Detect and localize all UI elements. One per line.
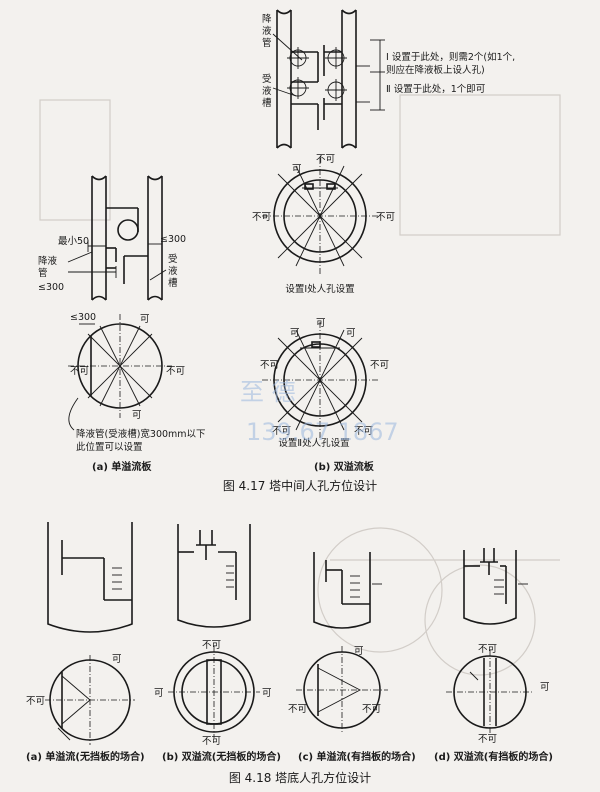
- fig18c-caption: (c) 单溢流(有挡板的场合): [298, 750, 416, 763]
- fig17-top-detail: [272, 9, 385, 149]
- min-50-label: 最小50: [58, 236, 89, 247]
- fig17-sub-b: (b) 双溢流板: [314, 460, 375, 473]
- fig18b-plan: 不可 可 可 不可 (b) 双溢流(无挡板的场合): [154, 640, 281, 763]
- fig18d-plan: 不可 可 不可 (d) 双溢流(有挡板的场合): [434, 644, 553, 763]
- single-left: 不可: [70, 366, 89, 377]
- fig18d-top: 不可: [478, 644, 497, 655]
- plan-II-right: 不可: [370, 360, 389, 371]
- plan-I-top: 不可: [316, 154, 335, 165]
- single-note-2: 此位置可以设置: [76, 441, 143, 453]
- fig18d-caption: (d) 双溢流(有挡板的场合): [434, 750, 553, 763]
- plan-I-caption: 设置Ⅰ处人孔设置: [285, 283, 354, 295]
- plan-II-bottom-left: 不可: [272, 426, 291, 437]
- fig18a-elevation: [47, 522, 133, 633]
- fig17-plan-single-labels: ≤300 可 不可 不可 可 降液管(受液槽)宽300mm以下 此位置可以设置: [70, 312, 206, 453]
- note-position-I: Ⅰ 设置于此处，则需2个(如1个,: [386, 51, 515, 63]
- dim-300-upper: ≤300: [160, 234, 186, 245]
- fig18c-left: 不可: [288, 704, 307, 715]
- fig18b-caption: (b) 双溢流(无挡板的场合): [162, 750, 281, 763]
- left-receiving-label-3: 槽: [168, 277, 178, 289]
- downcomer-label-3: 管: [262, 37, 272, 49]
- single-top: 可: [140, 314, 150, 325]
- fig18b-elevation: [177, 524, 251, 628]
- fig18c-top: 可: [354, 646, 364, 657]
- fig18d-elevation: [463, 548, 528, 625]
- receiving-label-1: 受: [262, 73, 272, 85]
- plan-I-right: 不可: [376, 212, 395, 223]
- fig18c-plan: 可 不可 不可 (c) 单溢流(有挡板的场合): [288, 646, 416, 763]
- fig18a-plan: 可 不可 (a) 单溢流(无挡板的场合): [26, 654, 145, 763]
- plan-II-top: 可: [316, 318, 326, 329]
- fig18a-caption: (a) 单溢流(无挡板的场合): [26, 750, 145, 763]
- plan-II-left: 不可: [260, 360, 279, 371]
- dim-300-lower: ≤300: [38, 282, 64, 293]
- fig18a-top: 可: [112, 654, 122, 665]
- background-ghost: [39, 94, 561, 676]
- fig17-plan-II-labels: 可 可 可 不可 不可 不可 不可 设置Ⅱ处人孔设置: [260, 318, 389, 449]
- left-receiving-label-1: 受: [168, 253, 178, 265]
- plan-II-caption: 设置Ⅱ处人孔设置: [278, 437, 349, 449]
- fig18b-right: 可: [262, 688, 272, 699]
- left-downcomer-label-2: 管: [38, 267, 48, 279]
- fig17-left-labels: 最小50 ≤300 降液 管 ≤300 受 液 槽: [38, 234, 186, 293]
- fig17-caption: 图 4.17 塔中间人孔方位设计: [223, 478, 377, 493]
- fig17-top-labels: 降 液 管 受 液 槽 Ⅰ 设置于此处，则需2个(如1个, 则应在降液板上设人孔…: [262, 13, 515, 109]
- left-receiving-label-2: 液: [168, 265, 178, 277]
- fig18c-elevation: [313, 552, 382, 629]
- downcomer-label-1: 降: [262, 13, 272, 25]
- fig18b-left: 可: [154, 688, 164, 699]
- fig18d-right: 可: [540, 682, 550, 693]
- receiving-label-3: 槽: [262, 97, 272, 109]
- left-downcomer-label-1: 降液: [38, 255, 58, 267]
- watermark-line-1: 至 德: [240, 378, 296, 406]
- fig18a-left: 不可: [26, 696, 45, 707]
- downcomer-label-2: 液: [262, 25, 272, 37]
- plan-I-top-left: 可: [292, 164, 302, 175]
- receiving-label-2: 液: [262, 85, 272, 97]
- plan-II-bottom-right: 不可: [354, 426, 373, 437]
- plan-I-left: 不可: [252, 212, 271, 223]
- watermark-line-2: 139.67 1867: [246, 418, 399, 446]
- fig17-plan-I-labels: 可 不可 不可 不可 设置Ⅰ处人孔设置: [252, 154, 395, 295]
- plan-II-top-left: 可: [290, 328, 300, 339]
- fig18b-top: 不可: [202, 640, 221, 651]
- fig17-plan-II: [262, 322, 378, 438]
- fig17-plan-single: [68, 314, 172, 431]
- single-dim-300: ≤300: [70, 312, 96, 323]
- fig17-plan-I: [262, 158, 378, 274]
- fig18d-bottom: 不可: [478, 734, 497, 745]
- single-bottom: 可: [132, 410, 142, 421]
- note-position-II: Ⅱ 设置于此处，1个即可: [386, 83, 485, 95]
- plan-II-top-right: 可: [346, 328, 356, 339]
- fig18c-right: 不可: [362, 704, 381, 715]
- single-note-1: 降液管(受液槽)宽300mm以下: [76, 428, 206, 440]
- note-position-I-2: 则应在降液板上设人孔): [386, 64, 485, 76]
- single-right: 不可: [166, 366, 185, 377]
- fig17-left-detail: [67, 175, 167, 301]
- fig18b-bottom: 不可: [202, 736, 221, 747]
- fig18-caption: 图 4.18 塔底人孔方位设计: [229, 770, 371, 785]
- fig17-sub-a: (a) 单溢流板: [92, 460, 152, 473]
